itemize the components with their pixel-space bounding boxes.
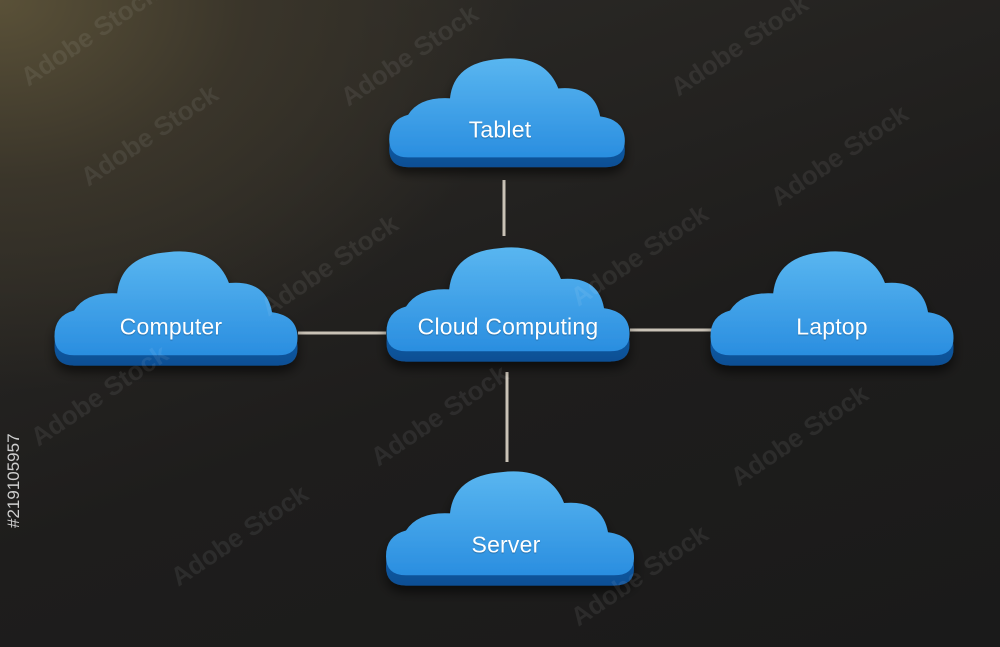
node-label-laptop: Laptop (796, 313, 868, 340)
cloud-node-laptop (710, 251, 954, 366)
cloud-node-tablet (389, 58, 625, 168)
node-label-cloud-computing: Cloud Computing (417, 313, 599, 340)
node-label-tablet: Tablet (468, 116, 532, 143)
cloud-node-computer (54, 251, 298, 366)
cloud-node-server (386, 471, 634, 586)
connectors (298, 180, 712, 462)
node-label-server: Server (471, 531, 541, 558)
cloud-node-cloud-computing (386, 247, 630, 362)
node-label-computer: Computer (119, 313, 223, 340)
stock-image-id: #219105957 (4, 433, 23, 528)
